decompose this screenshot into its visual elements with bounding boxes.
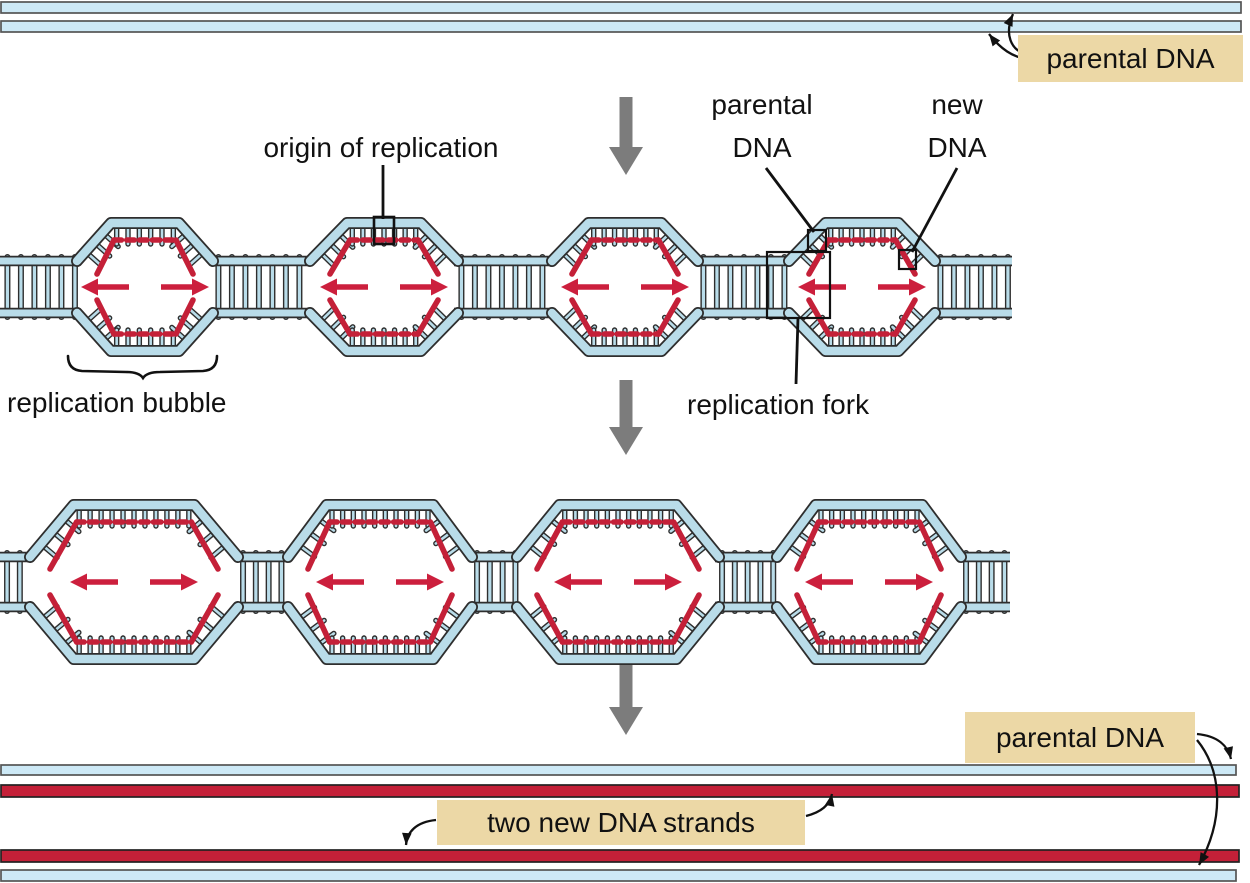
new-dna-marker-box: [897, 248, 918, 271]
replication-bubble-expanded-1: [24, 499, 244, 665]
brace-replication-bubble: [66, 354, 219, 381]
label-parental-dna-bottom: parental DNA: [965, 712, 1195, 763]
dna-ladder-segment: [959, 550, 1010, 614]
replication-bubble-expanded-2: [282, 499, 478, 665]
callout-curved-arrow-icon: [1196, 739, 1219, 866]
label-line: DNA: [927, 132, 987, 163]
label-replication-bubble: replication bubble: [7, 387, 227, 418]
label-parental-dna-top: parental DNA: [1018, 35, 1243, 82]
down-arrow-icon: [609, 97, 643, 175]
replication-bubble-row-expanded: [0, 499, 1010, 665]
down-arrow-icon: [609, 380, 643, 455]
callout-curved-arrow-icon: [1196, 732, 1233, 760]
step-arrows: [609, 97, 643, 735]
dna-ladder-segment: [933, 254, 1012, 320]
label-line: new: [931, 89, 983, 120]
replication-fork-box: [765, 250, 832, 320]
separated-strands-bottom: [0, 764, 1240, 882]
dna-ladder-segment: [211, 254, 312, 320]
callout-curved-arrow-icon: [402, 818, 437, 846]
label-line: parental: [711, 89, 813, 120]
down-arrow-icon: [609, 661, 643, 735]
label-line: DNA: [732, 132, 792, 163]
label-parental-dna-mid: parental DNA: [711, 83, 812, 169]
replication-bubble-expanded-3: [511, 499, 725, 665]
replication-bubble-row-early: [0, 217, 1012, 357]
origin-marker-box: [372, 215, 396, 246]
dna-ladder-segment: [696, 254, 791, 320]
parental-dna-strand-pair-top: [0, 1, 1242, 33]
replication-bubble-expanded-4: [771, 499, 967, 665]
label-two-new-dna-strands: two new DNA strands: [437, 800, 805, 845]
label-origin-of-replication: origin of replication: [263, 132, 499, 163]
replication-bubble-4: [783, 217, 941, 357]
replication-bubble-2: [304, 217, 464, 357]
dna-ladder-segment: [236, 550, 290, 614]
replication-bubble-1: [71, 217, 219, 357]
label-new-dna: new DNA: [927, 83, 986, 169]
label-replication-fork: replication fork: [687, 389, 870, 420]
callout-curved-arrow-icon: [805, 793, 835, 818]
annotations: [66, 13, 1233, 866]
dna-ladder-segment: [0, 254, 79, 320]
dna-ladder-segment: [454, 254, 554, 320]
dna-ladder-segment: [715, 550, 779, 614]
replication-bubble-3: [546, 217, 704, 357]
dna-ladder-segment: [470, 550, 519, 614]
